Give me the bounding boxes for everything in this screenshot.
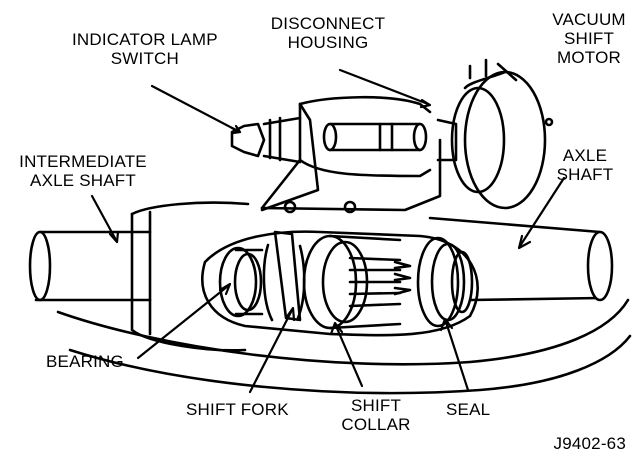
bearing: [218, 246, 264, 318]
label-intermediate-axle-shaft: INTERMEDIATE AXLE SHAFT: [12, 152, 154, 190]
label-intermediate-line1: INTERMEDIATE: [19, 152, 147, 171]
label-disconnect-housing: DISCONNECT HOUSING: [266, 14, 390, 52]
label-shift-collar: SHIFT COLLAR: [338, 396, 414, 434]
figure-id: J9402-63: [553, 434, 626, 453]
label-shift-fork: SHIFT FORK: [186, 400, 289, 419]
label-vacuum-line3: MOTOR: [557, 48, 621, 67]
tube-housing-left: [130, 201, 250, 352]
label-vacuum-line2: SHIFT: [563, 29, 615, 48]
label-axle-line2: SHAFT: [556, 165, 614, 184]
axle-shaft-right: [428, 216, 614, 302]
label-seal: SEAL: [446, 400, 491, 419]
label-indicator-lamp-line1: INDICATOR LAMP: [72, 30, 218, 49]
label-disconnect-line2: HOUSING: [287, 33, 369, 52]
label-vacuum-shift-motor: VACUUM SHIFT MOTOR: [548, 10, 630, 67]
label-shift-collar-line2: COLLAR: [341, 415, 411, 434]
intermediate-axle-shaft: [28, 230, 152, 302]
indicator-lamp-switch: [230, 116, 302, 164]
label-vacuum-line1: VACUUM: [552, 10, 626, 29]
label-axle-line1: AXLE: [562, 146, 608, 165]
axle-housing-base: [56, 298, 632, 395]
label-axle-shaft: AXLE SHAFT: [552, 146, 618, 184]
label-disconnect-line1: DISCONNECT: [270, 14, 386, 33]
label-indicator-lamp-switch: INDICATOR LAMP SWITCH: [72, 30, 218, 68]
vacuum-shift-motor: [436, 58, 554, 210]
seal: [416, 236, 474, 328]
leader-lines: [90, 68, 566, 394]
disconnect-housing: [260, 95, 442, 214]
label-shift-collar-line1: SHIFT: [350, 396, 402, 415]
label-intermediate-line2: AXLE SHAFT: [30, 171, 136, 190]
shift-collar: [302, 234, 412, 330]
label-indicator-lamp-line2: SWITCH: [110, 49, 179, 68]
label-bearing: BEARING: [46, 352, 124, 371]
shift-fork: [262, 230, 306, 322]
